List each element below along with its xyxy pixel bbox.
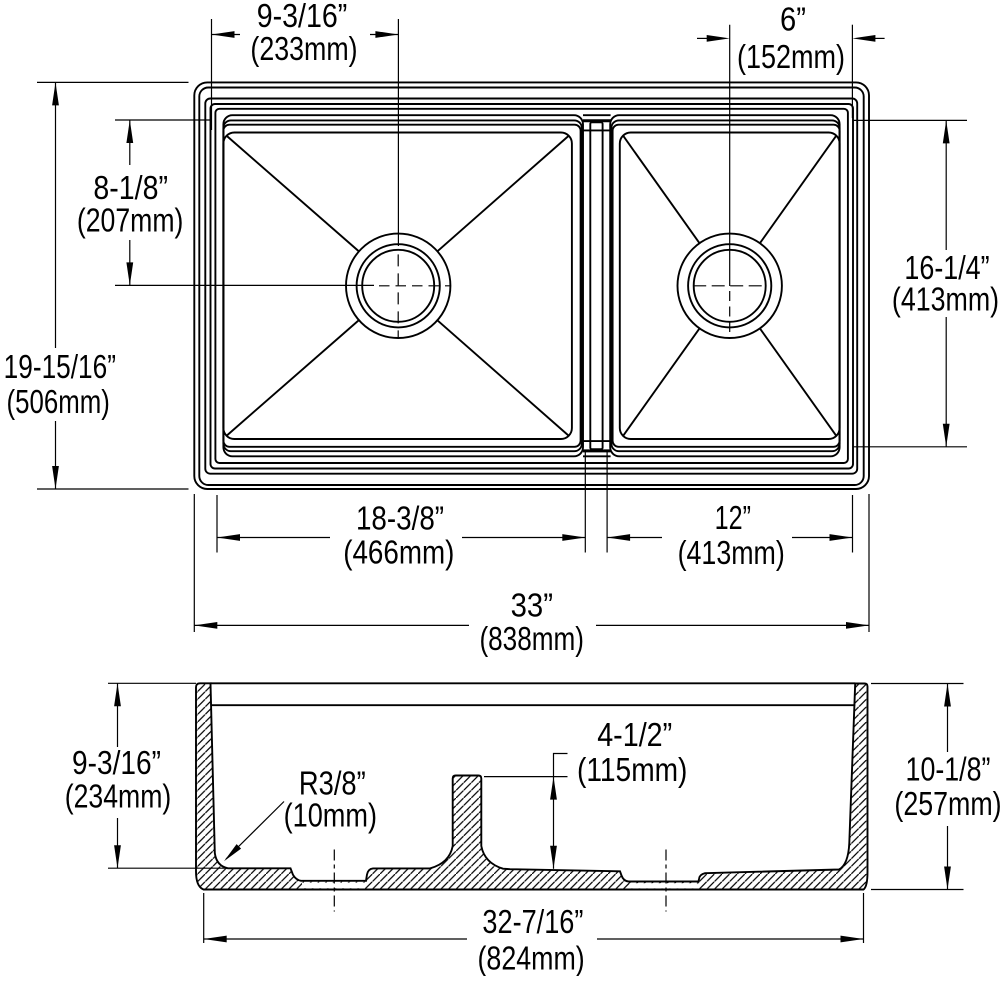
svg-text:9-3/16”: 9-3/16”	[72, 744, 161, 782]
svg-text:8-1/8”: 8-1/8”	[93, 169, 168, 207]
svg-text:(152mm): (152mm)	[737, 38, 845, 75]
svg-text:(413mm): (413mm)	[678, 535, 785, 571]
svg-text:(234mm): (234mm)	[65, 779, 172, 816]
svg-text:(257mm): (257mm)	[894, 786, 1000, 822]
svg-text:(466mm): (466mm)	[343, 533, 454, 571]
svg-text:(413mm): (413mm)	[892, 282, 999, 318]
svg-text:16-1/4”: 16-1/4”	[904, 250, 989, 286]
svg-text:R3/8”: R3/8”	[299, 765, 366, 802]
svg-text:9-3/16”: 9-3/16”	[257, 0, 348, 35]
svg-text:(10mm): (10mm)	[284, 797, 377, 834]
svg-text:19-15/16”: 19-15/16”	[4, 349, 116, 386]
svg-text:33”: 33”	[511, 586, 553, 623]
svg-text:32-7/16”: 32-7/16”	[482, 903, 583, 940]
svg-text:(824mm): (824mm)	[478, 941, 585, 976]
svg-text:18-3/8”: 18-3/8”	[356, 499, 444, 537]
svg-text:(115mm): (115mm)	[577, 751, 687, 789]
svg-text:4-1/2”: 4-1/2”	[597, 716, 672, 754]
svg-text:6”: 6”	[780, 0, 806, 37]
svg-text:(506mm): (506mm)	[7, 384, 110, 421]
svg-text:(207mm): (207mm)	[77, 203, 184, 240]
svg-text:12”: 12”	[715, 500, 751, 537]
svg-text:10-1/8”: 10-1/8”	[906, 752, 991, 788]
svg-text:(838mm): (838mm)	[479, 621, 583, 658]
svg-text:(233mm): (233mm)	[250, 31, 357, 67]
